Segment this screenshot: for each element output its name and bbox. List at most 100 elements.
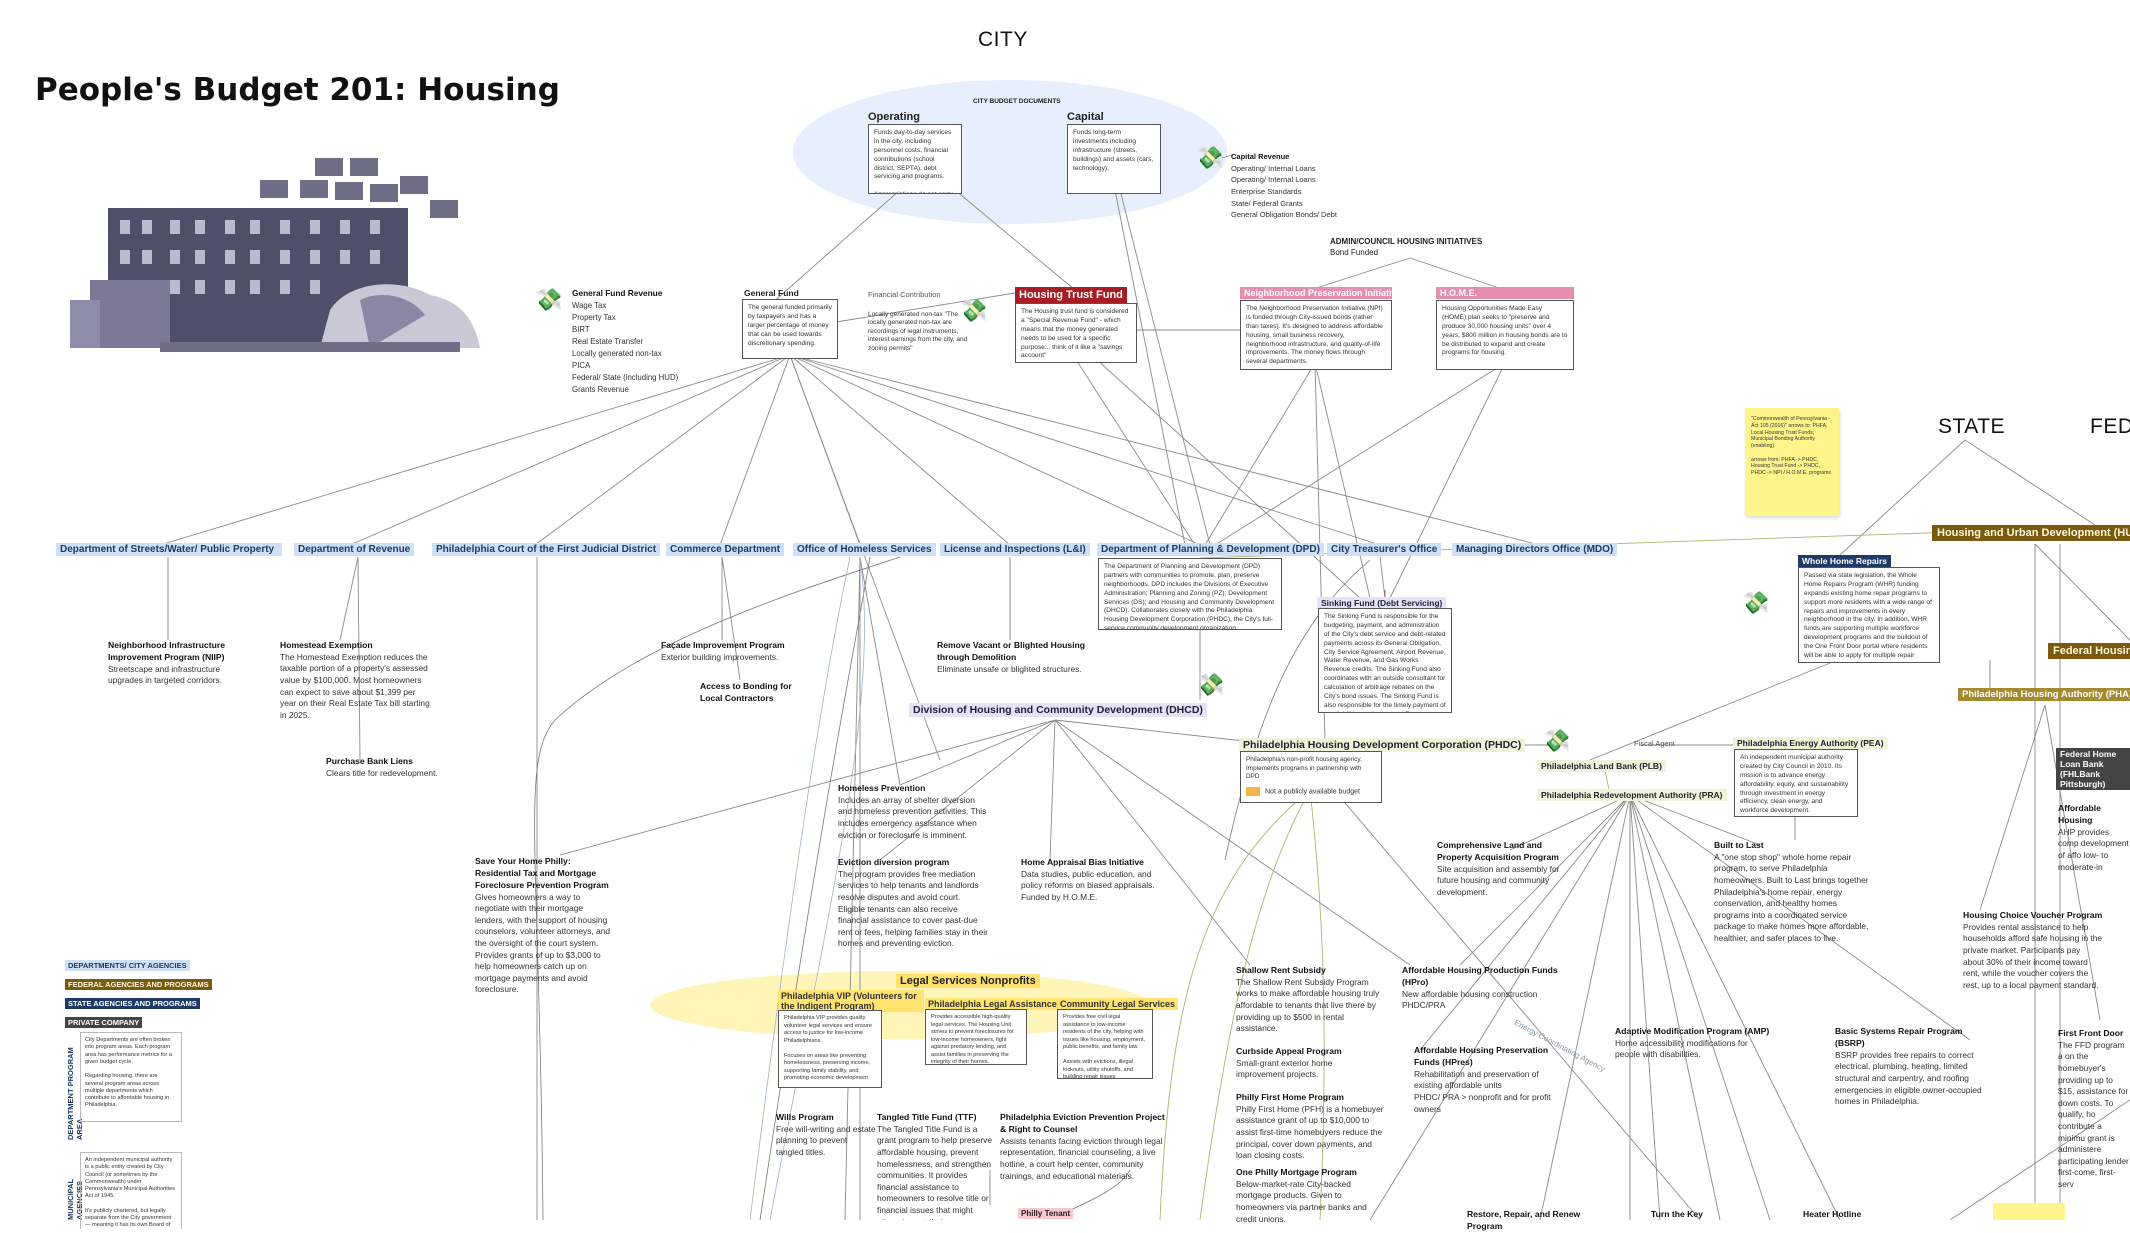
- admin-initiatives-sub: Bond Funded: [1330, 248, 1379, 257]
- basic-systems-repair-program: Basic Systems Repair Program (BSRP)BSRP …: [1835, 1026, 1990, 1108]
- capital-revenue-item: Operating/ Internal Loans: [1231, 163, 1316, 173]
- program-text: Home accessibility modifications for peo…: [1615, 1037, 1748, 1060]
- money-icon: 💸: [1196, 145, 1224, 170]
- fhlb-label: Federal Home Loan Bank (FHLBank Pittsbur…: [2056, 748, 2130, 790]
- program-text: The program provides free mediation serv…: [838, 868, 988, 949]
- program-text: Gives homeowners a way to negotiate with…: [475, 891, 611, 995]
- federal-housing-label: Federal Housing: [2048, 643, 2130, 659]
- program-title: Affordable Housing: [2058, 803, 2101, 825]
- money-icon: 💸: [1543, 728, 1571, 753]
- city-budget-documents-label: CITY BUDGET DOCUMENTS: [973, 98, 1061, 105]
- operating-budget-box: Funds day-to-day services in the city, i…: [868, 124, 962, 194]
- program-title: Wills Program: [776, 1112, 834, 1122]
- program-title: Access to Bonding for Local Contractors: [700, 681, 792, 703]
- program-text: The Homestead Exemption reduces the taxa…: [280, 651, 430, 720]
- capital-revenue-item: State/ Federal Grants: [1231, 198, 1303, 208]
- home-box: Housing Opportunities Made Easy (HOME) p…: [1436, 300, 1574, 370]
- tangled-title-fund-program: Tangled Title Fund (TTF)The Tangled Titl…: [877, 1112, 992, 1220]
- revenue-item: Locally generated non-tax: [572, 349, 662, 359]
- financial-contribution-label: Financial Contribution: [868, 290, 941, 299]
- dept-planning-development: Department of Planning & Development (DP…: [1097, 543, 1324, 556]
- housing-trust-fund-title: Housing Trust Fund: [1015, 287, 1127, 303]
- program-text: Rehabilitation and preservation of exist…: [1414, 1068, 1551, 1114]
- legend-private: PRIVATE COMPANY: [65, 1017, 143, 1028]
- pla-box: Provides accessible high-quality legal s…: [925, 1009, 1027, 1065]
- dept-court-first-judicial-district: Philadelphia Court of the First Judicial…: [432, 543, 661, 556]
- sticky-note: "Commonwealth of Pennsylvania - Act 105 …: [1745, 408, 1839, 516]
- general-fund-title: General Fund: [744, 288, 799, 298]
- whole-home-repairs-title: Whole Home Repairs: [1798, 555, 1892, 567]
- capital-budget-title: Capital: [1067, 111, 1104, 123]
- legend-dept-area-box: City Departments are often broken into p…: [80, 1032, 182, 1122]
- redevelopment-authority-label: Philadelphia Redevelopment Authority (PR…: [1537, 789, 1727, 801]
- program-title: Tangled Title Fund (TTF): [877, 1112, 977, 1122]
- adaptive-modification-program: Adaptive Modification Program (AMP)Home …: [1615, 1026, 1775, 1061]
- revenue-item: PICA: [572, 361, 591, 371]
- program-title: Built to Last: [1714, 840, 1764, 850]
- program-title: Affordable Housing Production Funds (HPr…: [1402, 965, 1558, 987]
- niip-program: Neighborhood Infrastructure Improvement …: [108, 640, 238, 687]
- program-title: Adaptive Modification Program (AMP): [1615, 1026, 1770, 1036]
- program-title: Eviction diversion program: [838, 857, 950, 867]
- program-text: New affordable housing construction PHDC…: [1402, 988, 1538, 1011]
- land-bank-label: Philadelphia Land Bank (PLB): [1537, 760, 1666, 772]
- program-text: Assists tenants facing eviction through …: [1000, 1135, 1163, 1181]
- program-text: Site acquisition and assembly for future…: [1437, 863, 1560, 897]
- sinking-fund-box: The Sinking Fund is responsible for the …: [1318, 608, 1452, 713]
- state-column-heading: STATE: [1938, 415, 2006, 438]
- program-text: Clears title for redevelopment.: [326, 767, 438, 778]
- program-title: First Front Door: [2058, 1028, 2124, 1038]
- money-icon: 💸: [1197, 672, 1225, 697]
- financial-contribution-text: Locally generated non-tax "The locally g…: [868, 311, 968, 352]
- program-text: AHP provides comp development of affo lo…: [2058, 826, 2129, 872]
- money-icon: 💸: [535, 287, 563, 312]
- dept-city-treasurer: City Treasurer's Office: [1327, 543, 1442, 556]
- program-title: Homeless Prevention: [838, 783, 926, 793]
- capital-revenue-item: Enterprise Standards: [1231, 186, 1302, 196]
- city-column-heading: CITY: [978, 28, 1028, 51]
- dept-homeless-services: Office of Homeless Services: [793, 543, 936, 556]
- phdc-note: Not a publicly available budget: [1265, 788, 1360, 796]
- page-title: People's Budget 201: Housing: [35, 72, 560, 108]
- revenue-item: Federal/ State (including HUD): [572, 373, 679, 383]
- program-text: Philly First Home (PFH) is a homebuyer a…: [1236, 1103, 1384, 1161]
- dpd-description-box: The Department of Planning and Developme…: [1098, 558, 1282, 630]
- save-your-home-program: Save Your Home Philly: Residential Tax a…: [475, 856, 610, 996]
- program-title: Neighborhood Infrastructure Improvement …: [108, 640, 225, 662]
- dept-license-inspections: License and Inspections (L&I): [940, 543, 1090, 556]
- program-title: Housing Choice Voucher Program: [1963, 910, 2103, 920]
- program-text: BSRP provides free repairs to correct el…: [1835, 1049, 1982, 1107]
- program-text: Streetscape and infrastructure upgrades …: [108, 663, 223, 686]
- program-title: Homestead Exemption: [280, 640, 373, 650]
- revenue-item: Property Tax: [572, 312, 616, 322]
- comprehensive-land-program: Comprehensive Land and Property Acquisit…: [1437, 840, 1567, 899]
- phdc-title: Philadelphia Housing Development Corpora…: [1239, 738, 1526, 752]
- program-text: Includes an array of shelter diversion a…: [838, 794, 987, 840]
- demolition-program: Remove Vacant or Blighted Housing throug…: [937, 640, 1087, 675]
- legend: DEPARTMENTS/ CITY AGENCIES FEDERAL AGENC…: [65, 955, 212, 1031]
- legend-state: STATE AGENCIES AND PROGRAMS: [65, 998, 200, 1009]
- program-title: Curbside Appeal Program: [1236, 1046, 1342, 1056]
- program-title: Philadelphia Eviction Prevention Project…: [1000, 1112, 1165, 1134]
- legal-services-title: Legal Services Nonprofits: [896, 974, 1040, 988]
- dept-managing-directors-office: Managing Directors Office (MDO): [1452, 543, 1618, 556]
- vip-box: Philadelphia VIP provides quality volunt…: [778, 1010, 882, 1088]
- general-fund-revenue-title: General Fund Revenue: [572, 288, 663, 298]
- capital-revenue-item: Operating/ Internal Loans: [1231, 175, 1316, 185]
- cls-box: Provides free civil legal assistance to …: [1057, 1009, 1153, 1079]
- program-title: Restore, Repair, and Renew Program: [1467, 1209, 1581, 1231]
- program-title: Philly First Home Program: [1236, 1092, 1344, 1102]
- energy-authority-box: An independent municipal authority creat…: [1734, 749, 1858, 817]
- general-fund-box: The general funded primarily by taxpayer…: [742, 299, 838, 359]
- program-title: Remove Vacant or Blighted Housing throug…: [937, 640, 1086, 662]
- dept-commerce: Commerce Department: [666, 543, 785, 556]
- program-text: Small-grant exterior home improvement pr…: [1236, 1057, 1333, 1080]
